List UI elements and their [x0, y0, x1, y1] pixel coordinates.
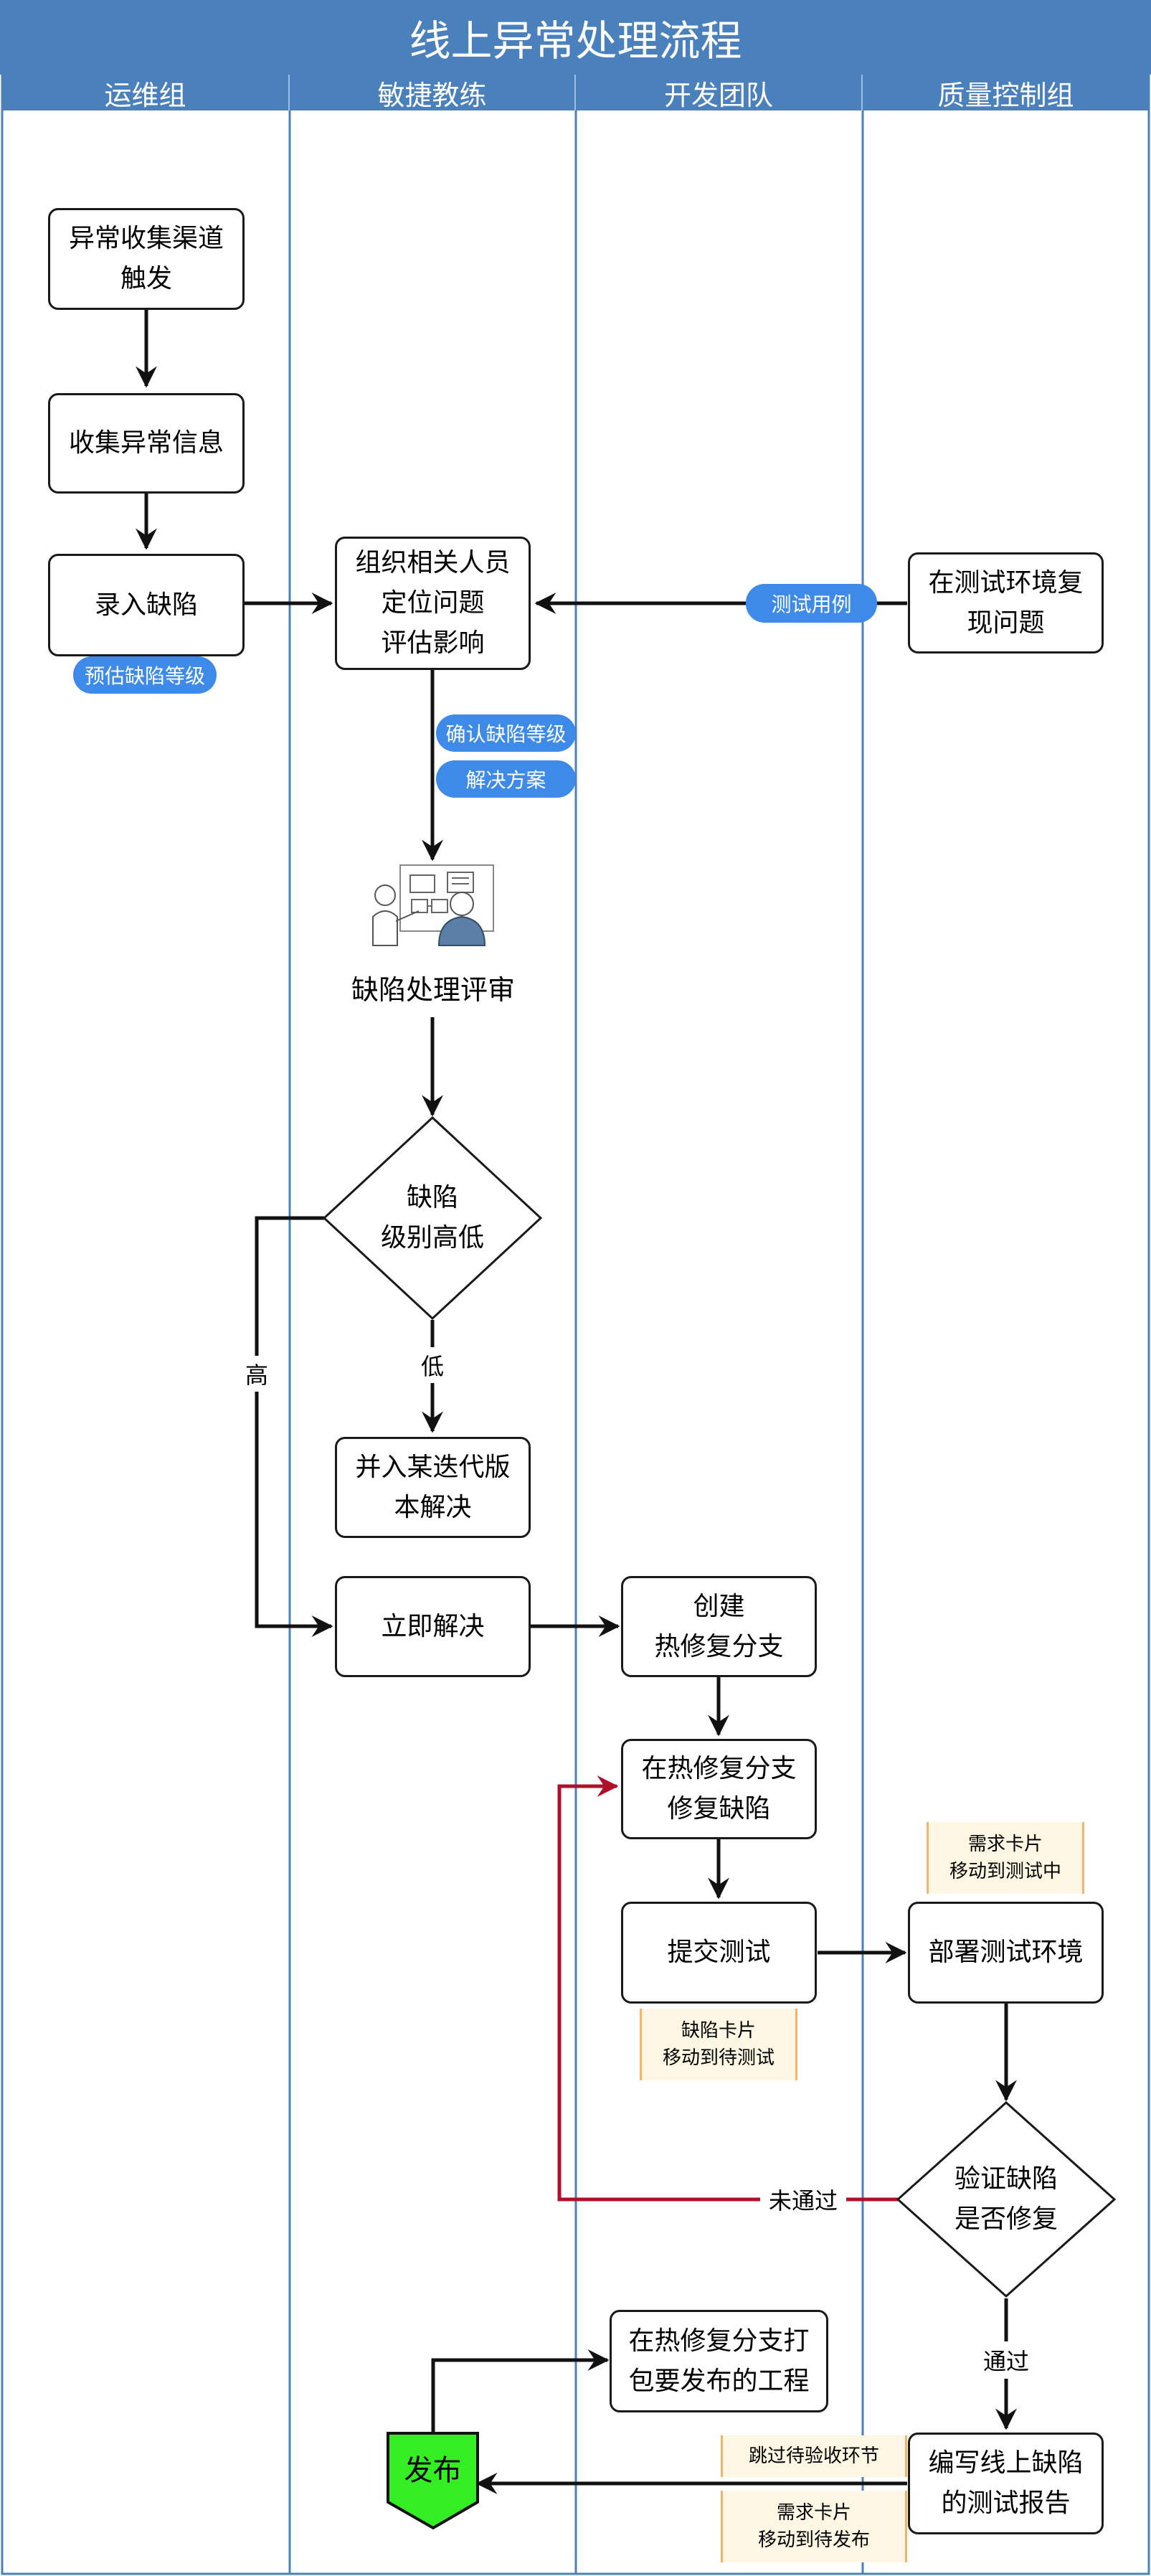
- lane-qc: 质量控制组: [863, 75, 1149, 111]
- tag-estimate-level: 预估缺陷等级: [73, 656, 217, 694]
- note-move-to-pending-test: 缺陷卡片 移动到待测试: [640, 2009, 797, 2080]
- node-package[interactable]: 在热修复分支打 包要发布的工程: [610, 2310, 828, 2412]
- node-create-branch[interactable]: 创建 热修复分支: [621, 1576, 817, 1677]
- edge-label-high: 高: [240, 1356, 274, 1392]
- node-record[interactable]: 录入缺陷: [48, 554, 245, 656]
- node-collect[interactable]: 收集异常信息: [48, 393, 245, 494]
- node-deploy[interactable]: 部署测试环境: [908, 1902, 1104, 2004]
- edge-label-fail: 未通过: [760, 2181, 846, 2218]
- node-reproduce[interactable]: 在测试环境复 现问题: [908, 552, 1104, 654]
- release-pentagon-icon: [387, 2432, 479, 2530]
- edge-label-pass: 通过: [974, 2341, 1038, 2379]
- node-release[interactable]: 发布: [404, 2454, 462, 2487]
- edge-level-immediate: [255, 1216, 333, 1637]
- edge-verify-fix-fail: [557, 1775, 898, 2202]
- decision-level[interactable]: 缺陷 级别高低: [380, 1183, 484, 1252]
- connectors: [136, 310, 1017, 2494]
- note-move-to-testing: 需求卡片 移动到测试中: [927, 1822, 1084, 1894]
- edge-release-package: [431, 2349, 610, 2435]
- lane-dev-team: 开发团队: [576, 75, 863, 111]
- edge-label-low: 低: [415, 1347, 450, 1383]
- node-report[interactable]: 编写线上缺陷 的测试报告: [908, 2433, 1104, 2534]
- decision-verify[interactable]: 验证缺陷 是否修复: [954, 2164, 1058, 2234]
- decision-level-shape: [322, 1115, 543, 1321]
- node-merge[interactable]: 并入某迭代版 本解决: [335, 1437, 531, 1538]
- tag-test-case: 测试用例: [746, 584, 877, 623]
- lane-agile-coach: 敏捷教练: [290, 75, 576, 111]
- lane-ops: 运维组: [2, 75, 290, 111]
- tag-solution: 解决方案: [436, 760, 576, 798]
- note-move-to-pending-release: 需求卡片 移动到待发布: [721, 2491, 907, 2562]
- node-organize[interactable]: 组织相关人员 定位问题 评估影响: [335, 537, 531, 670]
- note-skip-acceptance: 跳过待验收环节: [721, 2435, 907, 2477]
- node-immediate[interactable]: 立即解决: [335, 1576, 531, 1677]
- meeting-whiteboard-icon: [372, 864, 494, 946]
- node-fix[interactable]: 在热修复分支 修复缺陷: [621, 1739, 817, 1839]
- tag-confirm-level: 确认缺陷等级: [436, 714, 576, 752]
- node-trigger[interactable]: 异常收集渠道 触发: [48, 208, 245, 310]
- page-title: 线上异常处理流程: [0, 0, 1151, 75]
- decision-verify-shape: [896, 2100, 1117, 2298]
- node-submit[interactable]: 提交测试: [621, 1902, 817, 2004]
- node-review[interactable]: 缺陷处理评审: [351, 973, 515, 1006]
